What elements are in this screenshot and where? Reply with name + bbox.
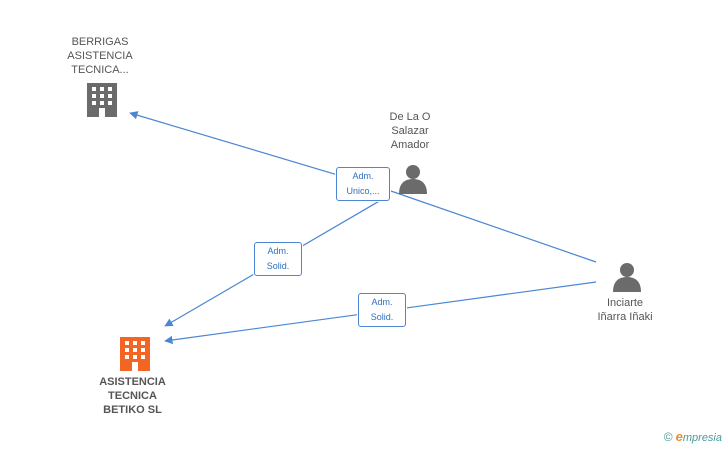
node-label-betiko[interactable]: ASISTENCIA TECNICA BETIKO SL [99, 376, 166, 416]
node-label-berrigas[interactable]: BERRIGAS ASISTENCIA TECNICA... [67, 36, 133, 76]
brand-logo[interactable]: empresia [676, 429, 722, 444]
building-icon[interactable] [120, 337, 150, 371]
edge-label-adm-solid[interactable]: Adm. Solid. [254, 242, 302, 276]
brand-logo-e: e [675, 429, 683, 444]
edge-label-adm-unico[interactable]: Adm. Unico,... [336, 167, 390, 201]
building-icon[interactable] [87, 83, 117, 117]
person-icon[interactable] [613, 263, 641, 292]
person-icon[interactable] [399, 165, 427, 194]
copyright-symbol: © [663, 429, 673, 444]
node-label-delao[interactable]: De La O Salazar Amador [389, 111, 431, 151]
node-label-inciarte[interactable]: Inciarte Iñarra Iñaki [597, 297, 653, 323]
edge-inciarte-to-delao-segment [387, 189, 597, 263]
brand-logo-text: mpresia [682, 432, 722, 444]
edge-label-adm-solid[interactable]: Adm. Solid. [358, 293, 406, 327]
footer-credit: © empresia [664, 429, 722, 444]
